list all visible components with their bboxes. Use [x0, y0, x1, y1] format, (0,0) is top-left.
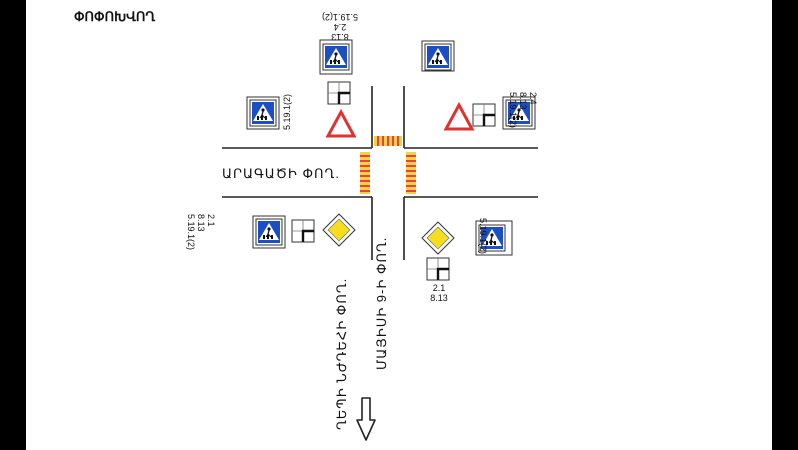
priority-road-diamond-icon [421, 221, 455, 255]
sign-code: 5.19.1(2) [186, 214, 196, 251]
road-edges [222, 86, 538, 260]
sign-code: 8.13 [196, 214, 206, 232]
priority-road-diamond-icon [322, 213, 356, 247]
yield-triangle-icon [444, 103, 474, 131]
street-label-west: ԱՐԱԳԱԾԻ ՓՈՂ. [222, 166, 340, 181]
sign-code: 5.19.1(2) [321, 12, 359, 22]
sign-code-label: 8.13 2.4 5.19.1(2) [320, 12, 360, 42]
sign-code-label: 2.4 8.13 5.19.1(2) [508, 92, 538, 128]
pedestrian-crossing-icon [424, 43, 452, 71]
sign-code: 8.13 [331, 32, 349, 42]
intersection-plate-icon [425, 256, 451, 282]
sign-frame [475, 220, 513, 256]
sign-frame [246, 96, 280, 130]
crosswalk-north [374, 136, 402, 146]
crosswalk-west [360, 152, 370, 194]
diagram-page: ՓՈՓՈԽՎՈՂ [26, 0, 772, 450]
pedestrian-crossing-icon [249, 99, 277, 127]
pedestrian-crossing-icon [322, 43, 350, 71]
sign-frame [252, 215, 286, 249]
sign-frame [319, 39, 353, 75]
sign-code-label: 2.1 8.13 5.19.1(2) [186, 214, 216, 264]
diagram-title: ՓՈՓՈԽՎՈՂ [74, 9, 156, 24]
yield-triangle-icon [326, 110, 356, 138]
sign-frame [502, 96, 536, 130]
street-label-south-center: ՄԱՅԻՍԻ 9-Ի ՓՈՂ. [374, 236, 389, 370]
sign-code: 8.13 [430, 293, 448, 303]
intersection-plate-icon [326, 80, 352, 106]
intersection-diagram [222, 39, 538, 441]
crosswalk-east [406, 152, 416, 194]
sign-code: 2.4 [528, 92, 538, 105]
sign-code-label: 5.19.1(2) [282, 93, 292, 130]
street-label-south-left: ՂԵՊԻ ՆԺԴԵՀԻ ՓՈՂ. [334, 277, 349, 430]
sign-code: 2.4 [333, 22, 347, 32]
sign-code: 5.19.1(2) [508, 92, 518, 129]
sign-code-label: 5.19.1(2) [478, 218, 488, 255]
sign-code: 2.1 [432, 283, 446, 293]
sign-code: 2.1 [206, 214, 216, 227]
intersection-plate-icon [290, 218, 316, 244]
down-arrow-icon [356, 397, 376, 441]
sign-code: 8.13 [518, 92, 528, 110]
sign-frame [421, 40, 455, 72]
sign-code-label: 2.1 8.13 [424, 283, 454, 303]
intersection-plate-icon [471, 102, 497, 128]
pedestrian-crossing-icon [255, 218, 283, 246]
